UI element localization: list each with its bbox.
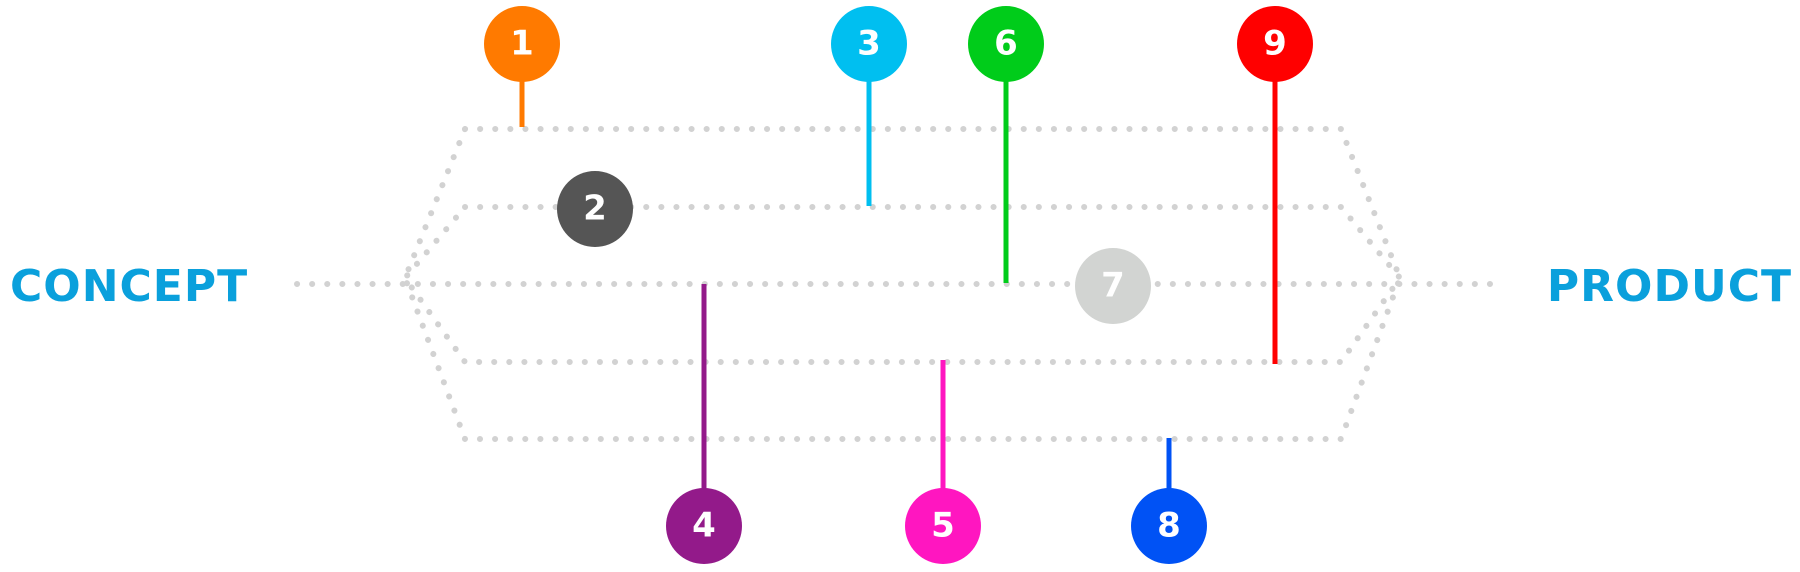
product-label: PRODUCT [1547,261,1792,312]
marker-8: 8 [1131,488,1207,564]
marker-2-circle [557,171,633,247]
connectors [519,78,1278,494]
marker-7: 7 [1075,248,1151,324]
marker-1-number: 1 [510,24,534,64]
markers: 1 2 3 4 5 6 7 8 [484,6,1313,564]
marker-5-circle [905,488,981,564]
marker-2: 2 [557,171,633,247]
marker-4: 4 [666,488,742,564]
marker-7-number: 7 [1101,266,1125,306]
marker-3-circle [831,6,907,82]
marker-9-circle [1237,6,1313,82]
marker-9: 9 [1237,6,1313,82]
marker-2-number: 2 [583,189,607,229]
marker-9-number: 9 [1263,24,1287,64]
dotted-lanes [294,126,1506,442]
marker-1: 1 [484,6,560,82]
lane-upper [401,204,1404,365]
marker-8-number: 8 [1157,506,1181,546]
lane-top [401,126,1404,442]
marker-1-circle [484,6,560,82]
marker-5: 5 [905,488,981,564]
marker-7-circle [1075,248,1151,324]
marker-5-number: 5 [931,506,955,546]
marker-4-number: 4 [692,506,716,546]
concept-label: CONCEPT [10,261,248,312]
marker-6-number: 6 [994,24,1018,64]
marker-3: 3 [831,6,907,82]
marker-6: 6 [968,6,1044,82]
marker-3-number: 3 [857,24,881,64]
marker-4-circle [666,488,742,564]
marker-8-circle [1131,488,1207,564]
marker-6-circle [968,6,1044,82]
